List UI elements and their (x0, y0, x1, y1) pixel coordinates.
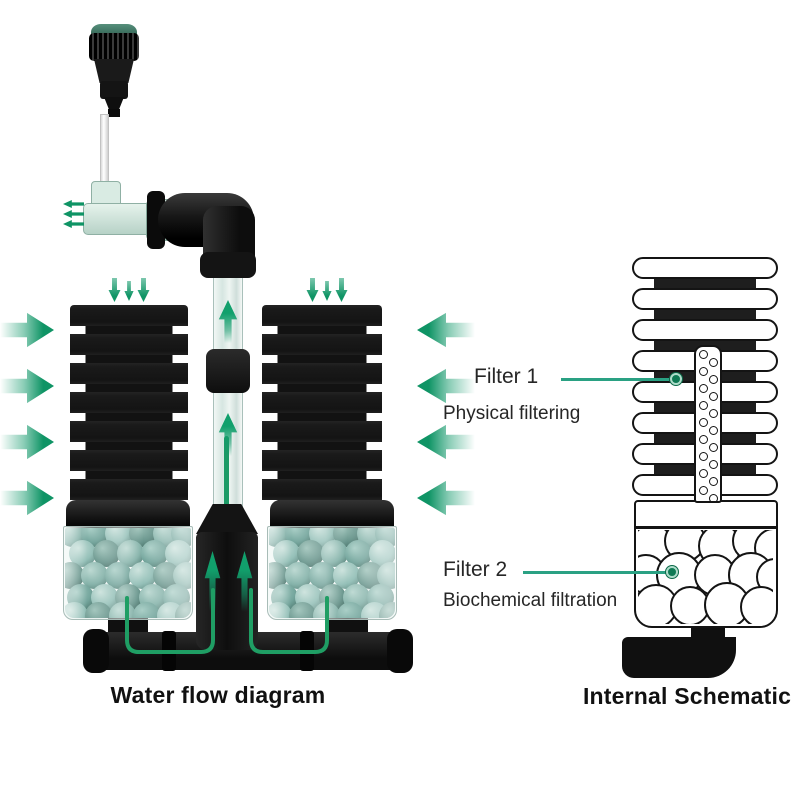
bio-ball-area (638, 530, 773, 624)
sponge-filter-left (70, 305, 188, 505)
strainer-hole (709, 392, 718, 401)
inflow-arrow-left-icon (417, 480, 475, 516)
inflow-arrow-right-icon (0, 368, 54, 404)
strainer-hole (699, 486, 708, 495)
sponge-filter-right (262, 305, 382, 505)
filter1-description: Physical filtering (443, 403, 581, 424)
strainer-hole (709, 460, 718, 469)
bio-media (65, 528, 191, 618)
bio-ball (109, 602, 136, 618)
bio-ball (269, 602, 292, 618)
foam-disk (632, 319, 778, 341)
strainer-hole (709, 358, 718, 367)
bio-ball (65, 562, 84, 589)
foam-disk (632, 288, 778, 310)
strainer-hole (699, 469, 708, 478)
media-cup-right (267, 526, 397, 620)
inflow-arrow-right-icon (0, 312, 54, 348)
strainer-hole (709, 443, 718, 452)
strainer-hole (709, 426, 718, 435)
elbow-lower-collar (200, 252, 256, 278)
bio-media (269, 528, 395, 618)
bio-ball-outline (740, 586, 773, 624)
bio-ball (133, 602, 160, 618)
bio-ball (65, 602, 88, 618)
air-valve-tip-end (108, 109, 120, 117)
filter2-leader-line (523, 571, 667, 574)
filter2-leader-dot (666, 566, 678, 578)
outlet-arrow-left-icon (63, 210, 84, 218)
intake-arrow-down-icon (306, 278, 319, 302)
intake-arrow-down-icon (137, 278, 150, 302)
airline-tube (100, 114, 109, 188)
right-figure-caption: Internal Schematic (582, 683, 792, 709)
strainer-hole (709, 409, 718, 418)
elbow-collar (147, 191, 165, 249)
inflow-arrow-left-icon (417, 368, 475, 404)
bio-ball (175, 602, 191, 618)
strainer-hole (699, 452, 708, 461)
filter1-label: Filter 1 (474, 365, 539, 388)
bio-ball (85, 602, 112, 618)
outlet-arrow-left-icon (63, 200, 84, 208)
strainer-hole (709, 477, 718, 486)
inflow-arrow-right-icon (0, 480, 54, 516)
intake-arrow-down-icon (124, 281, 134, 301)
pump-top (196, 504, 258, 534)
strainer-hole (699, 384, 708, 393)
intake-arrow-down-icon (322, 281, 332, 301)
strainer-hole (699, 418, 708, 427)
filter1-leader-line (561, 378, 669, 381)
media-container (634, 500, 778, 628)
strainer-hole (699, 401, 708, 410)
foam-disk-gap (653, 310, 757, 319)
bio-ball (269, 562, 288, 589)
strainer-hole (699, 435, 708, 444)
strainer-hole (709, 375, 718, 384)
water-flow-path (125, 588, 329, 654)
air-valve-tip (104, 97, 124, 111)
filter2-description: Biochemical filtration (443, 590, 618, 611)
left-figure-caption: Water flow diagram (110, 682, 326, 708)
container-rim-line (636, 526, 776, 529)
bio-ball (337, 602, 364, 618)
bio-ball (377, 562, 395, 589)
inflow-arrow-right-icon (0, 424, 54, 460)
bio-ball (173, 562, 191, 589)
air-valve-stem (100, 81, 128, 99)
outlet-arrow-left-icon (63, 220, 84, 228)
riser-flow-line (224, 436, 229, 510)
media-cup-left (63, 526, 193, 620)
bio-ball (289, 602, 316, 618)
tube-coupler (206, 349, 250, 393)
strainer-hole (699, 350, 708, 359)
filter1-leader-dot (670, 373, 682, 385)
strainer-hole (699, 367, 708, 376)
strainer-tube (694, 345, 722, 503)
intake-arrow-down-icon (108, 278, 121, 302)
bio-ball (379, 602, 395, 618)
intake-arrow-down-icon (335, 278, 348, 302)
pipe-end-cap-left (83, 629, 109, 673)
foam-disk-gap (653, 279, 757, 288)
filter2-label: Filter 2 (443, 558, 508, 581)
pipe-end-cap-right (387, 629, 413, 673)
inflow-arrow-left-icon (417, 424, 475, 460)
outlet-pipe-horizontal (622, 637, 736, 678)
strainer-hole (709, 494, 718, 501)
air-valve-neck (94, 59, 134, 83)
inflow-arrow-left-icon (417, 312, 475, 348)
foam-disk (632, 257, 778, 279)
air-valve-knurl-knob (89, 33, 139, 61)
pump-body (196, 532, 258, 650)
